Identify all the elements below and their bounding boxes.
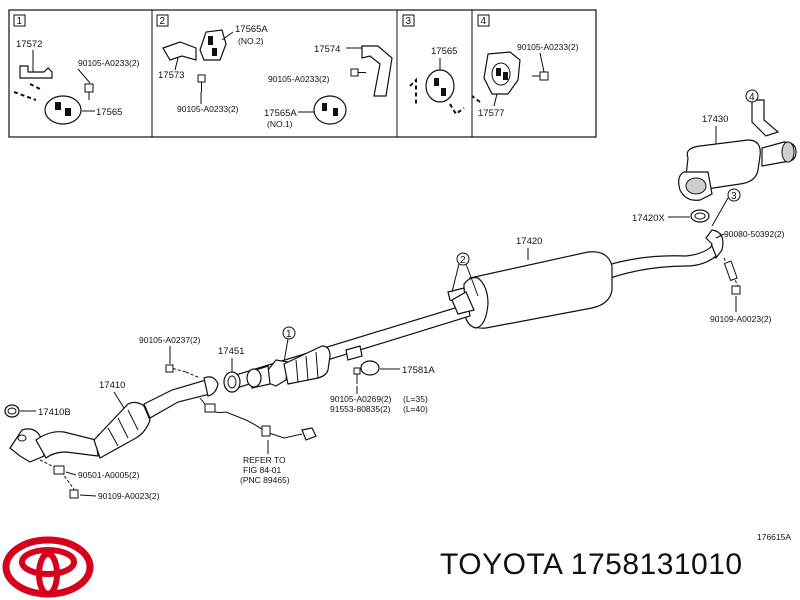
label-17581a: 17581A	[402, 365, 435, 376]
svg-text:2: 2	[460, 255, 466, 266]
svg-text:1: 1	[286, 329, 292, 340]
label-17430: 17430	[702, 114, 728, 125]
callout-3: 3	[727, 188, 741, 202]
brand-name: TOYOTA	[440, 548, 562, 581]
label-len-35: (L=35)	[403, 394, 428, 404]
callout-2: 2	[456, 252, 470, 266]
svg-text:3: 3	[731, 191, 737, 202]
inset-box-2: 2 17565A (NO.2) 17573 90105-A0233(2) 175…	[156, 14, 393, 129]
label-17420: 17420	[516, 236, 542, 247]
inset-box-3: 3 17565	[402, 14, 465, 116]
inset-2-label-bolt-b: 90105-A0233(2)	[268, 74, 330, 84]
inset-box-1: 1 17572 90105-A0233(2) 17565	[13, 14, 140, 125]
brand-caption: TOYOTA 1758131010	[440, 548, 743, 582]
label-17451: 17451	[218, 346, 244, 357]
rubber-hanger-17565a-no1	[313, 95, 347, 125]
label-91553-80835: 91553-80835(2)	[330, 404, 391, 414]
figure-code: 176615A	[757, 532, 791, 542]
tail-pipe-17430	[678, 99, 797, 201]
label-17410: 17410	[99, 380, 125, 391]
label-fig-84-01: FIG 84-01	[243, 465, 282, 475]
inset-4-label-bolt: 90105-A0233(2)	[517, 42, 579, 52]
bolt-icon	[353, 367, 361, 384]
bracket-17574	[361, 45, 393, 97]
inset-2-label-17573: 17573	[158, 70, 184, 81]
label-90109-a0023-front: 90109-A0023(2)	[98, 491, 160, 501]
inset-4-index: 4	[481, 16, 487, 27]
bolt-icon	[165, 364, 187, 373]
hanger-17581a	[345, 345, 380, 384]
front-lower-bolts	[39, 459, 79, 499]
rubber-hanger-17577	[483, 51, 521, 95]
inset-3-label-17565: 17565	[431, 46, 457, 57]
front-flange-bolts	[165, 364, 201, 379]
inset-2-label-no1: (NO.1)	[267, 119, 293, 129]
inset-1-index: 1	[17, 16, 23, 27]
inset-2-label-17574: 17574	[314, 44, 340, 55]
inset-2-label-17565a-b: 17565A	[264, 108, 297, 119]
label-90105-a0269: 90105-A0269(2)	[330, 394, 392, 404]
inset-2-label-no2: (NO.2)	[238, 36, 264, 46]
bolt-icon	[350, 68, 366, 77]
front-pipe-17410	[9, 376, 219, 463]
rubber-hanger-17565	[44, 95, 82, 125]
label-90501-a0005: 90501-A0005(2)	[78, 470, 140, 480]
inset-1-label-17565: 17565	[96, 107, 122, 118]
label-90080-50392: 90080-50392(2)	[724, 229, 785, 239]
bracket-17573	[162, 41, 197, 61]
oxygen-sensor	[199, 397, 317, 441]
toyota-logo	[2, 536, 94, 598]
catalytic-converter-mid	[246, 345, 331, 389]
inset-4-label-17577: 17577	[478, 108, 504, 119]
inset-box-4: 4 90105-A0233(2) 17577	[471, 14, 579, 119]
inset-1-label-bolt: 90105-A0233(2)	[78, 58, 140, 68]
hanger-bracket-17572	[19, 65, 53, 79]
label-90105-a0237: 90105-A0237(2)	[139, 335, 201, 345]
label-len-40: (L=40)	[403, 404, 428, 414]
inset-1-label-17572: 17572	[16, 39, 42, 50]
rear-flange-bolts	[723, 257, 741, 295]
label-pnc-89465: (PNC 89465)	[240, 475, 290, 485]
bolt-icon	[197, 74, 206, 92]
bolt-icon	[84, 83, 94, 100]
label-17410b: 17410B	[38, 407, 71, 418]
gasket-17451	[223, 371, 241, 393]
inset-2-label-bolt-a: 90105-A0233(2)	[177, 104, 239, 114]
label-90109-a0023-rear: 90109-A0023(2)	[710, 314, 772, 324]
rubber-hanger-17565a-no2	[199, 29, 227, 61]
callout-1: 1	[282, 326, 296, 340]
inset-3-index: 3	[406, 16, 412, 27]
label-refer-to: REFER TO	[243, 455, 286, 465]
inset-2-label-17565a: 17565A	[235, 24, 268, 35]
rubber-hanger-17565-b	[425, 69, 455, 103]
label-17420x: 17420X	[632, 213, 665, 224]
callout-4: 4	[745, 89, 759, 103]
part-number: 1758131010	[570, 548, 743, 581]
inset-2-index: 2	[160, 16, 166, 27]
svg-text:4: 4	[749, 92, 755, 103]
bolt-icon	[532, 71, 549, 81]
gasket-17410b	[4, 404, 20, 418]
